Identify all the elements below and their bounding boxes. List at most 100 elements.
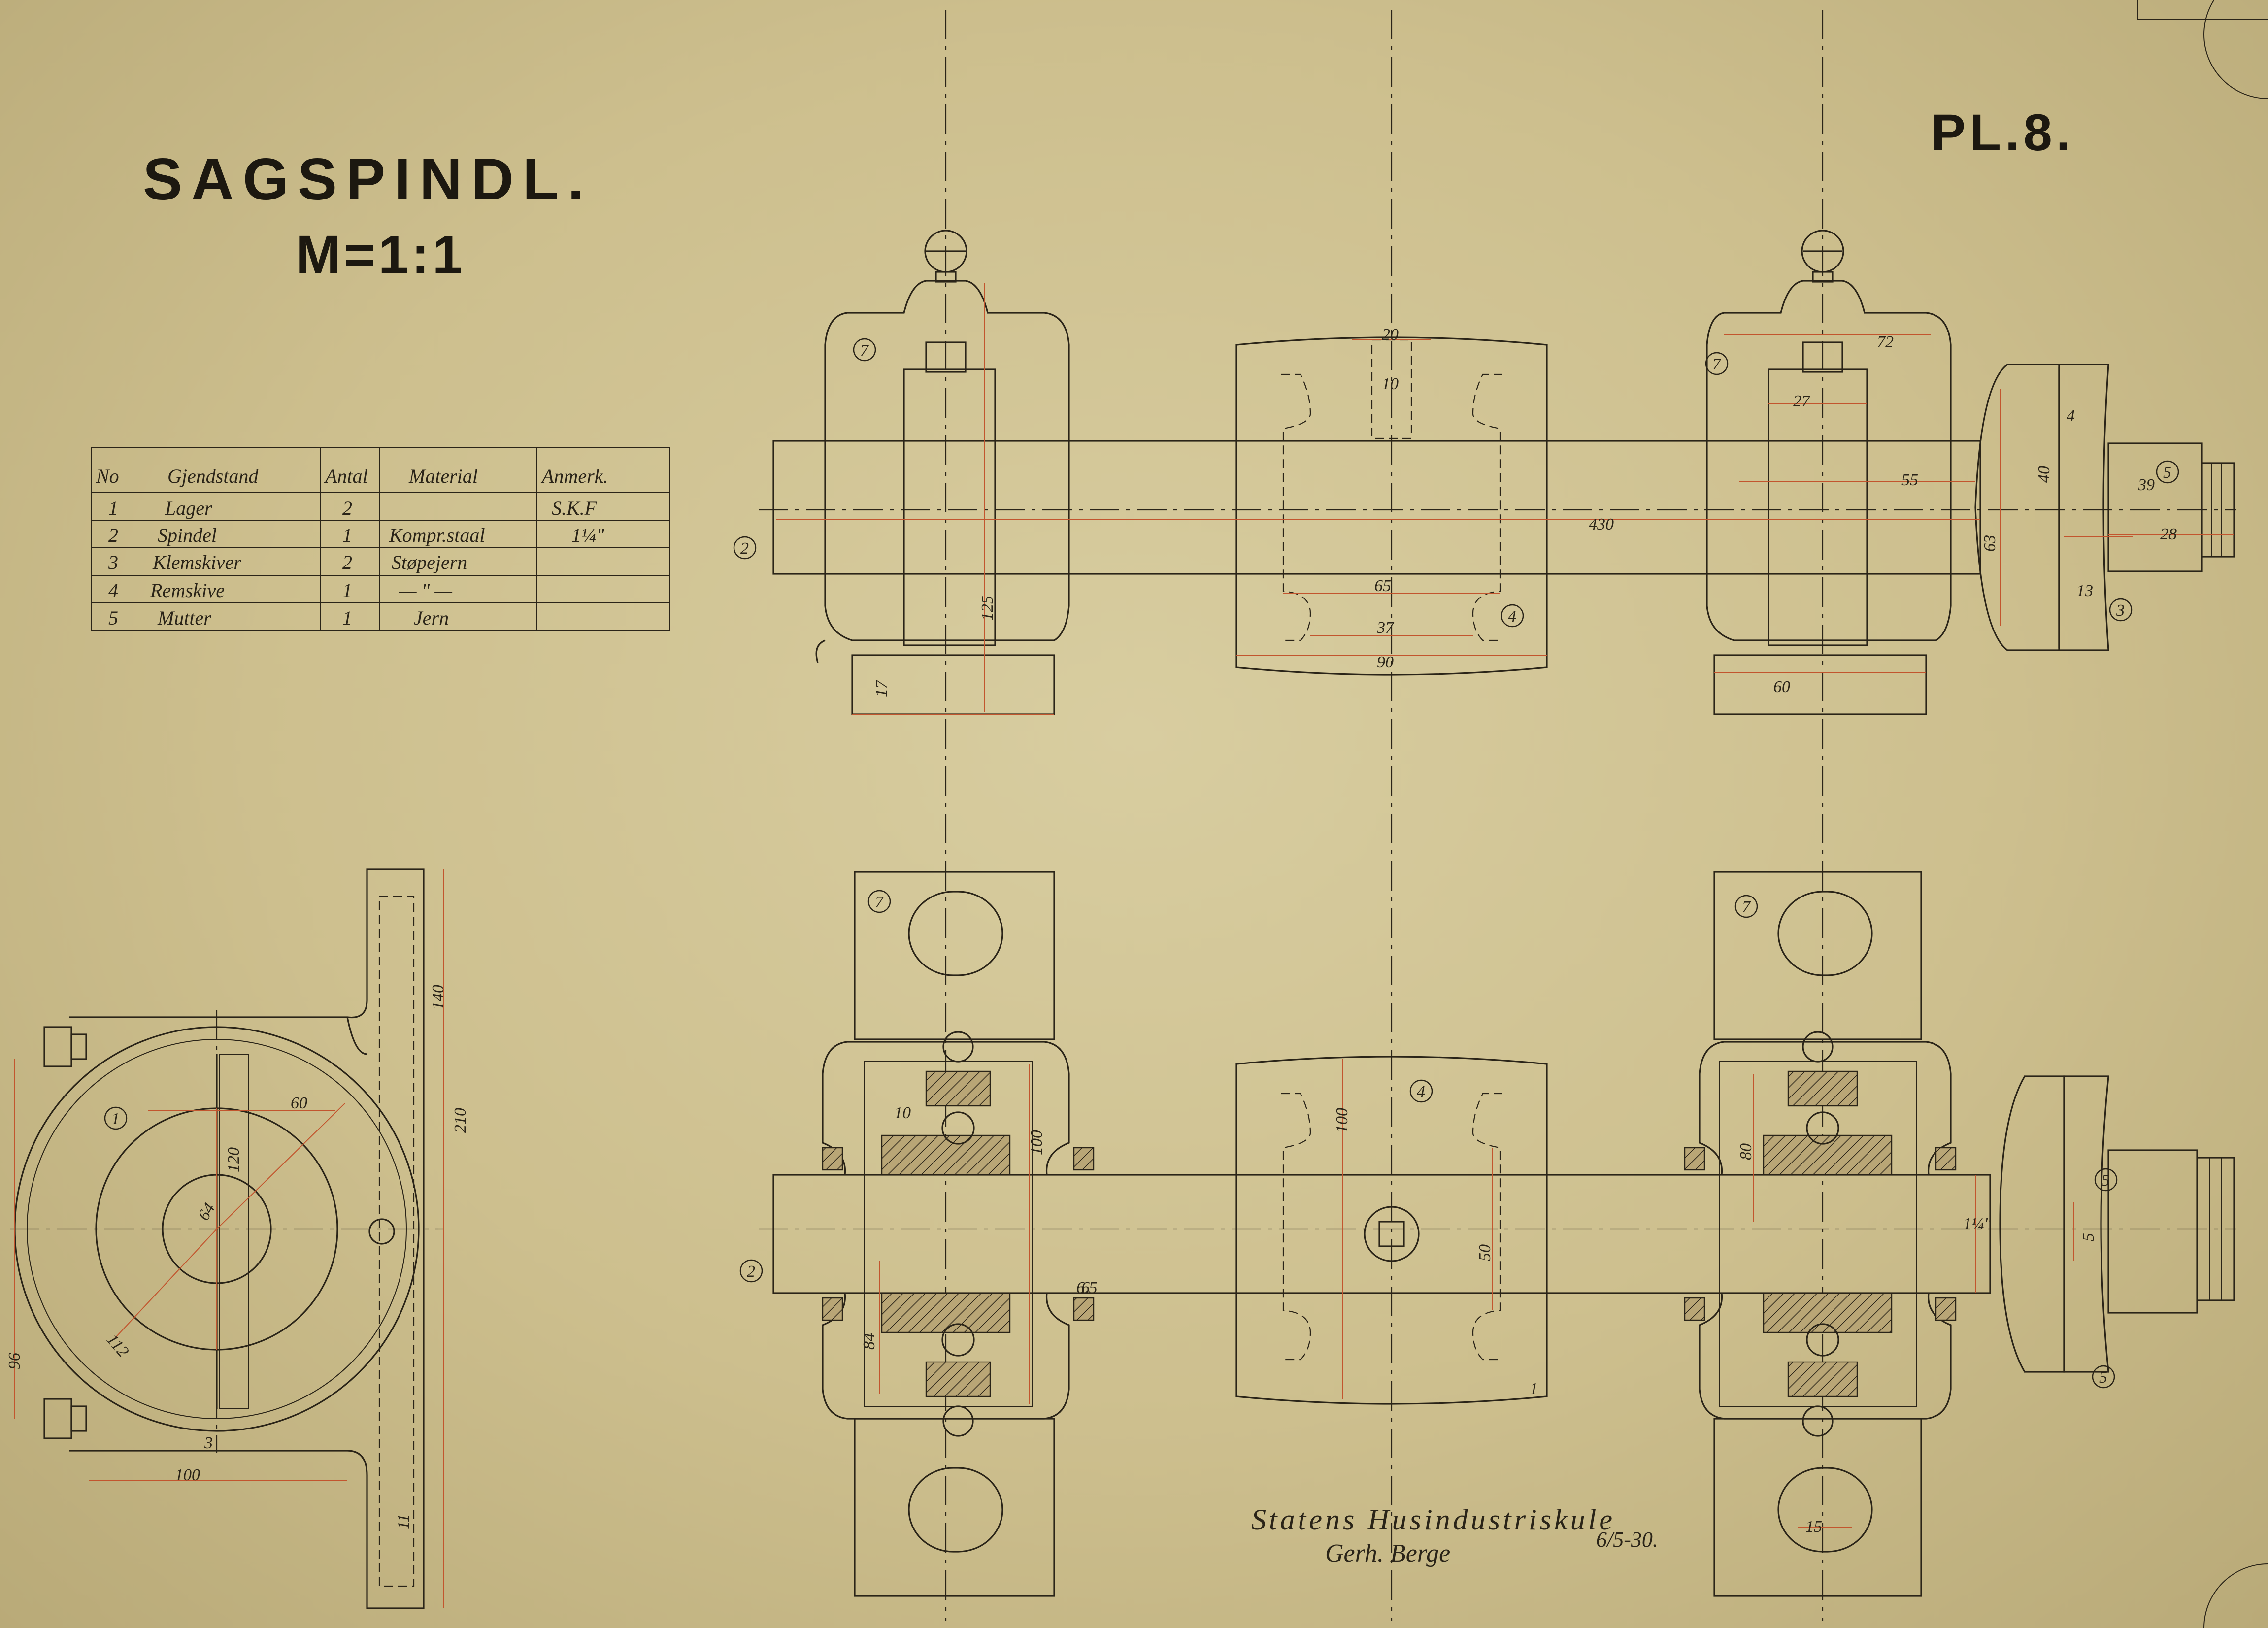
svg-text:7: 7 [1742, 898, 1751, 916]
svg-text:90: 90 [1377, 653, 1394, 671]
svg-text:Jern: Jern [414, 607, 449, 629]
svg-text:Kompr.staal: Kompr.staal [389, 524, 485, 546]
svg-text:120: 120 [225, 1147, 243, 1172]
svg-text:84: 84 [860, 1333, 878, 1350]
svg-text:1¼": 1¼" [1963, 1215, 1992, 1233]
svg-text:13: 13 [2076, 582, 2093, 600]
svg-text:140: 140 [429, 985, 447, 1010]
svg-text:2: 2 [740, 539, 749, 558]
svg-text:80: 80 [1737, 1143, 1755, 1160]
school-name: Statens Husindustriskule [1251, 1503, 1615, 1536]
svg-text:4: 4 [108, 579, 118, 601]
svg-text:1: 1 [342, 579, 352, 601]
svg-text:63: 63 [1981, 535, 1999, 552]
svg-text:Spindel: Spindel [158, 524, 217, 546]
dimension-labels: 430 65 37 90 20 10 125 17 60 72 27 55 63… [5, 326, 2177, 1536]
svg-text:— " —: — " — [399, 579, 452, 601]
svg-text:1: 1 [1530, 1380, 1538, 1398]
svg-text:112: 112 [103, 1330, 133, 1361]
svg-text:3: 3 [108, 551, 118, 573]
svg-text:100: 100 [1333, 1108, 1351, 1133]
svg-text:125: 125 [978, 596, 997, 621]
table-row: 1 Lager 2 S.K.F [108, 497, 597, 519]
svg-text:7: 7 [1712, 355, 1722, 373]
table-row: 4 Remskive 1 — " — [108, 579, 452, 601]
drawing-scale: M=1:1 [296, 225, 466, 285]
svg-text:5: 5 [108, 607, 118, 629]
signature-block: Statens Husindustriskule Gerh. Berge 6/5… [1251, 1503, 1658, 1567]
svg-text:Klemskiver: Klemskiver [152, 551, 241, 573]
svg-text:2: 2 [342, 497, 352, 519]
svg-text:72: 72 [1877, 333, 1894, 351]
svg-text:50: 50 [1476, 1244, 1494, 1261]
svg-text:20: 20 [1382, 326, 1399, 344]
svg-text:10: 10 [894, 1104, 911, 1122]
svg-text:64: 64 [195, 1200, 219, 1224]
center-lines [10, 10, 2236, 1621]
svg-text:6: 6 [1081, 1279, 1090, 1297]
svg-text:S.K.F: S.K.F [552, 497, 597, 519]
svg-text:100: 100 [1028, 1130, 1046, 1155]
svg-text:5: 5 [2079, 1233, 2098, 1241]
svg-text:1: 1 [108, 497, 118, 519]
svg-text:7: 7 [875, 893, 884, 911]
plate-number: PL.8. [1931, 104, 2074, 162]
svg-text:11: 11 [395, 1514, 413, 1529]
svg-text:17: 17 [872, 679, 891, 697]
svg-text:1: 1 [342, 607, 352, 629]
table-row: 3 Klemskiver 2 Støpejern [108, 551, 467, 573]
svg-text:4: 4 [1417, 1083, 1425, 1101]
table-header-item: Gjendstand [167, 465, 259, 487]
sheet-border [2137, 0, 2268, 1628]
svg-text:15: 15 [1805, 1518, 1822, 1536]
svg-text:6.5: 6.5 [1076, 1279, 1098, 1297]
table-row: 2 Spindel 1 Kompr.staal 1¼" [108, 524, 604, 546]
svg-text:55: 55 [1901, 471, 1918, 489]
table-header-qty: Antal [324, 465, 368, 487]
svg-text:Lager: Lager [165, 497, 212, 519]
part-balloons: 7 7 2 4 3 5 7 7 2 4 5 5 1 [104, 338, 2179, 1389]
svg-text:210: 210 [451, 1108, 469, 1133]
svg-text:430: 430 [1589, 515, 1614, 533]
svg-text:40: 40 [2035, 466, 2053, 483]
table-header-note: Anmerk. [540, 465, 608, 487]
svg-text:37: 37 [1376, 619, 1395, 637]
svg-text:39: 39 [2137, 476, 2155, 494]
svg-text:2: 2 [108, 524, 118, 546]
svg-text:5: 5 [2163, 464, 2171, 482]
svg-text:3: 3 [204, 1434, 213, 1452]
drawing-date: 6/5-30. [1596, 1528, 1658, 1552]
svg-text:1¼": 1¼" [571, 524, 604, 546]
svg-text:3: 3 [2116, 601, 2125, 620]
svg-text:96: 96 [5, 1353, 24, 1369]
svg-text:1: 1 [111, 1110, 120, 1128]
svg-text:7: 7 [860, 341, 869, 360]
svg-text:2: 2 [747, 1263, 755, 1281]
drafter-name: Gerh. Berge [1325, 1539, 1450, 1567]
svg-text:4: 4 [2067, 407, 2075, 425]
svg-text:100: 100 [175, 1466, 200, 1484]
svg-text:Mutter: Mutter [157, 607, 211, 629]
parts-table: No Gjendstand Antal Material Anmerk. 1 L… [91, 447, 670, 631]
svg-text:5: 5 [2099, 1368, 2107, 1387]
svg-text:4: 4 [1508, 607, 1516, 626]
table-header-no: No [96, 465, 119, 487]
svg-text:60: 60 [291, 1094, 307, 1112]
svg-text:Remskive: Remskive [150, 579, 225, 601]
side-view [14, 868, 444, 1609]
svg-text:5: 5 [2101, 1171, 2110, 1190]
section-view [772, 871, 2235, 1597]
drawing-title: SAGSPINDL. [143, 146, 593, 212]
svg-text:Støpejern: Støpejern [392, 551, 467, 573]
table-row: 5 Mutter 1 Jern [108, 607, 449, 629]
svg-text:1: 1 [342, 524, 352, 546]
svg-text:10: 10 [1382, 375, 1399, 393]
table-header-material: Material [408, 465, 478, 487]
svg-text:65: 65 [1374, 577, 1391, 595]
svg-text:2: 2 [342, 551, 352, 573]
svg-text:27: 27 [1793, 392, 1811, 410]
svg-text:28: 28 [2160, 525, 2177, 543]
top-view [772, 230, 2235, 715]
